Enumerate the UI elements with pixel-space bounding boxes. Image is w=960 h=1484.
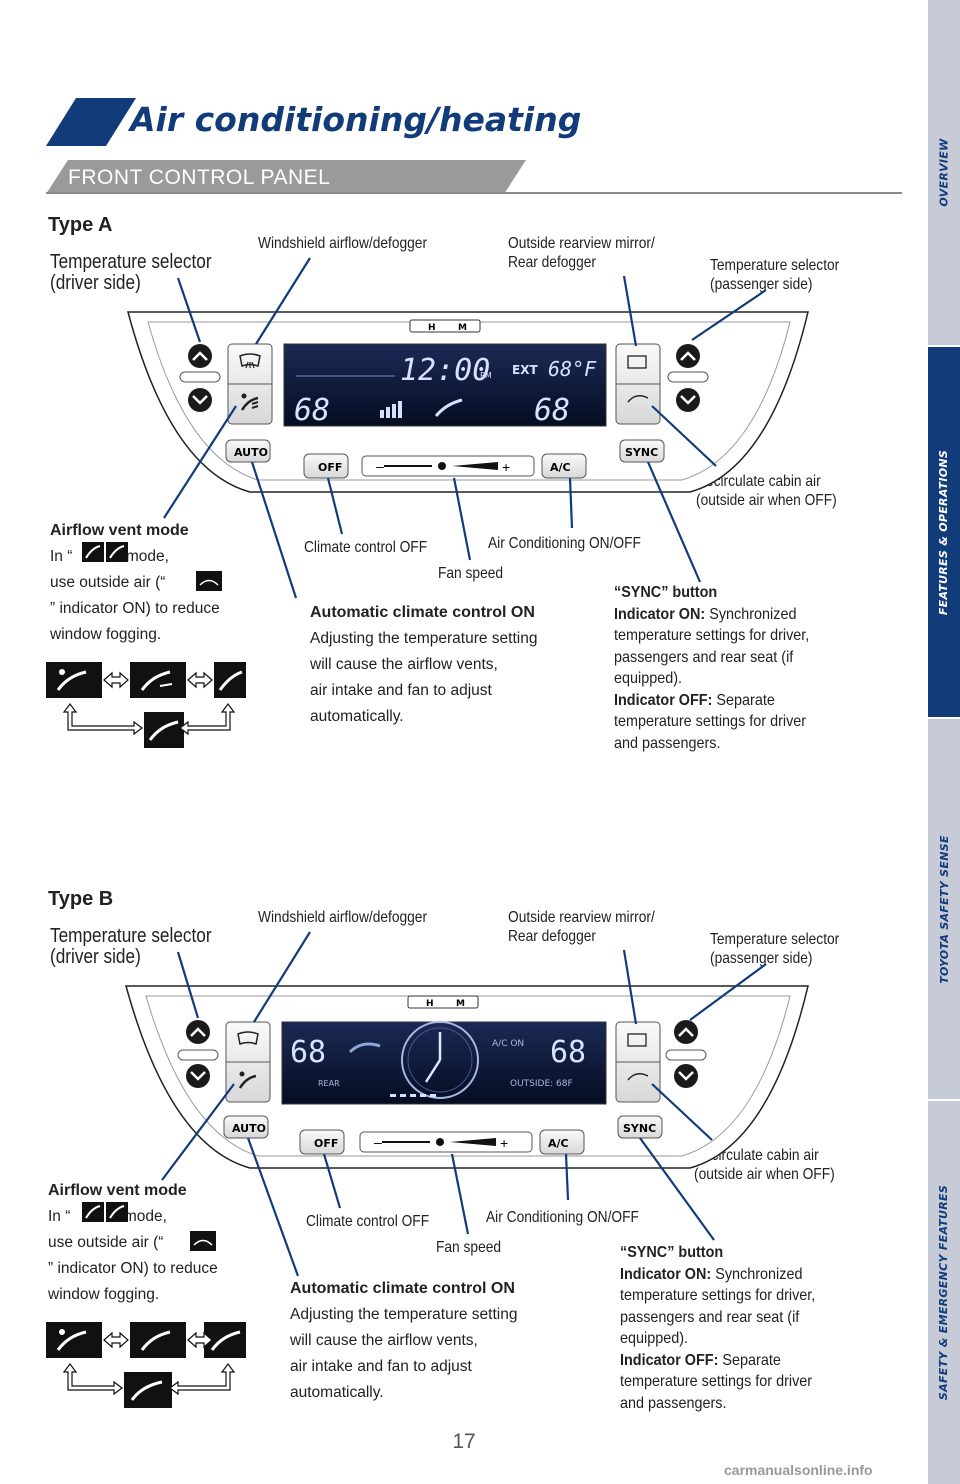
svg-text:AUTO: AUTO <box>234 446 268 459</box>
type-b-ac-on-indicator: A/C ON <box>492 1039 524 1049</box>
type-a-windshield-icon <box>239 353 261 369</box>
type-a-fan-slider: –+ <box>361 455 535 477</box>
svg-text:OFF: OFF <box>314 1137 338 1150</box>
type-b-airflow-desc: Airflow vent mode In “” mode, use outsid… <box>48 1182 218 1303</box>
type-b-windshield-icon <box>237 1031 259 1046</box>
type-a-h-button: H <box>428 323 436 333</box>
svg-text:SYNC: SYNC <box>623 1122 656 1135</box>
type-b-rear-defog-icon <box>627 1033 647 1047</box>
type-b-sync-button: SYNC <box>617 1115 663 1139</box>
type-b-temp-pass-down-button <box>674 1064 698 1088</box>
section-divider <box>46 192 902 194</box>
type-a-temp-pass-down-button <box>676 388 700 412</box>
type-a-mode-cycle-icons <box>46 662 246 748</box>
type-b-climate-off-label: Climate control OFF <box>306 1213 430 1230</box>
svg-text:SYNC: SYNC <box>625 446 658 459</box>
type-a-airflow-icon <box>240 393 259 411</box>
type-a-display-airflow-icon <box>434 398 463 417</box>
type-a-sync-desc: “SYNC” button Indicator ON: Synchronized… <box>614 584 810 752</box>
type-b-temp-driver-down-button <box>186 1064 210 1088</box>
type-a-recirculate-label: Recirculate cabin air(outside air when O… <box>696 473 837 509</box>
type-a-heading: Type A <box>48 214 113 236</box>
type-a-climate-off-label: Climate control OFF <box>304 539 428 556</box>
type-a-temp-driver-down-button <box>188 388 212 412</box>
type-a-airflow-desc: Airflow vent mode In “” mode, use outsid… <box>50 522 220 643</box>
type-b-heading: Type B <box>48 888 114 910</box>
type-b-ac-label: Air Conditioning ON/OFF <box>486 1209 639 1226</box>
tab-safety-emergency[interactable]: SAFETY & EMERGENCY FEATURES <box>937 1184 951 1401</box>
type-a-m-button: M <box>458 323 467 333</box>
type-b-fan-slider: –+ <box>359 1131 533 1153</box>
svg-text:OFF: OFF <box>318 461 342 474</box>
type-a-fan-plus: + <box>502 459 510 475</box>
type-a-rear-defog-icon <box>627 355 647 369</box>
type-b-fan-level-display <box>390 1094 436 1097</box>
type-a-sync-button: SYNC <box>619 439 665 463</box>
type-b-passenger-temp: 68 <box>550 1035 586 1070</box>
type-a-clock-pm: PM <box>480 371 492 380</box>
type-a-clock: 12:00 <box>400 353 490 388</box>
type-a-auto-desc: Automatic climate control ON Adjusting t… <box>310 604 538 725</box>
type-b-sync-desc: “SYNC” button Indicator ON: Synchronized… <box>620 1244 816 1412</box>
type-a-temp-driver-up-button <box>188 344 212 368</box>
title-banner <box>46 98 536 146</box>
tab-features-operations[interactable]: FEATURES & OPERATIONS <box>928 347 960 717</box>
section-sidebar: OVERVIEW FEATURES & OPERATIONS TOYOTA SA… <box>928 0 960 1484</box>
type-a-fan-minus: – <box>376 458 384 474</box>
svg-text:A/C: A/C <box>550 461 571 474</box>
page-title: Air conditioning/heating <box>130 100 582 139</box>
type-a-windshield-label: Windshield airflow/defogger <box>258 235 428 252</box>
type-b-auto-button: AUTO <box>223 1115 269 1139</box>
type-b-recirc-icon <box>627 1073 649 1081</box>
type-a-recirc-icon <box>627 395 649 403</box>
type-a-temp-driver-label: Temperature selector(driver side) <box>50 251 212 294</box>
type-a-temp-pass-up-button <box>676 344 700 368</box>
type-b-outside-temp: OUTSIDE: 68F <box>510 1079 573 1089</box>
type-b-windshield-label: Windshield airflow/defogger <box>258 909 428 926</box>
type-b-airflow-icon <box>238 1071 257 1089</box>
type-b-fan-minus: – <box>374 1134 382 1150</box>
type-b-mode-cycle-icons <box>46 1322 246 1408</box>
type-b-ac-button: A/C <box>539 1129 585 1155</box>
type-a-ac-button: A/C <box>541 453 587 479</box>
type-b-fan-plus: + <box>500 1135 508 1151</box>
type-b-m-button: M <box>456 999 465 1009</box>
type-b-fan-label: Fan speed <box>436 1239 502 1256</box>
section-banner <box>46 160 526 194</box>
tab-overview[interactable]: OVERVIEW <box>937 138 951 207</box>
type-b-clock-dial <box>401 1021 479 1099</box>
type-b-driver-temp: 68 <box>290 1035 326 1070</box>
type-b-temp-pass-up-button <box>674 1020 698 1044</box>
watermark: carmanualsonline.info <box>724 1462 873 1478</box>
type-a-driver-temp: 68 <box>294 393 330 428</box>
type-b-h-button: H <box>426 999 434 1009</box>
type-b-temp-driver-label: Temperature selector(driver side) <box>50 925 212 968</box>
type-a-temp-passenger-label: Temperature selector(passenger side) <box>710 257 840 293</box>
type-b-rear-defogger-label: Outside rearview mirror/Rear defogger <box>508 909 655 945</box>
type-b-recirculate-label: Recirculate cabin air(outside air when O… <box>694 1147 835 1183</box>
type-b-auto-desc: Automatic climate control ON Adjusting t… <box>290 1280 518 1401</box>
svg-text:A/C: A/C <box>548 1137 569 1150</box>
type-a-auto-button: AUTO <box>225 439 271 463</box>
type-a-passenger-temp: 68 <box>534 393 570 428</box>
type-b-off-button: OFF <box>299 1129 345 1155</box>
type-a-ac-label: Air Conditioning ON/OFF <box>488 535 641 552</box>
type-a-ext-label: EXT <box>512 363 538 377</box>
section-title: FRONT CONTROL PANEL <box>68 166 331 189</box>
page-number: 17 <box>452 1430 476 1453</box>
type-a-rear-defogger-label: Outside rearview mirror/Rear defogger <box>508 235 655 271</box>
type-a-ext-temp: 68°F <box>548 357 597 381</box>
type-b-temp-driver-up-button <box>186 1020 210 1044</box>
type-a-fan-level-display <box>380 401 402 418</box>
type-b-rear-indicator: REAR <box>318 1079 340 1088</box>
svg-text:AUTO: AUTO <box>232 1122 266 1135</box>
type-a-off-button: OFF <box>303 453 349 479</box>
tab-toyota-safety-sense[interactable]: TOYOTA SAFETY SENSE <box>937 834 951 984</box>
type-b-display-airflow-icon <box>348 1042 381 1054</box>
type-a-fan-label: Fan speed <box>438 565 504 582</box>
type-b-temp-passenger-label: Temperature selector(passenger side) <box>710 931 840 967</box>
